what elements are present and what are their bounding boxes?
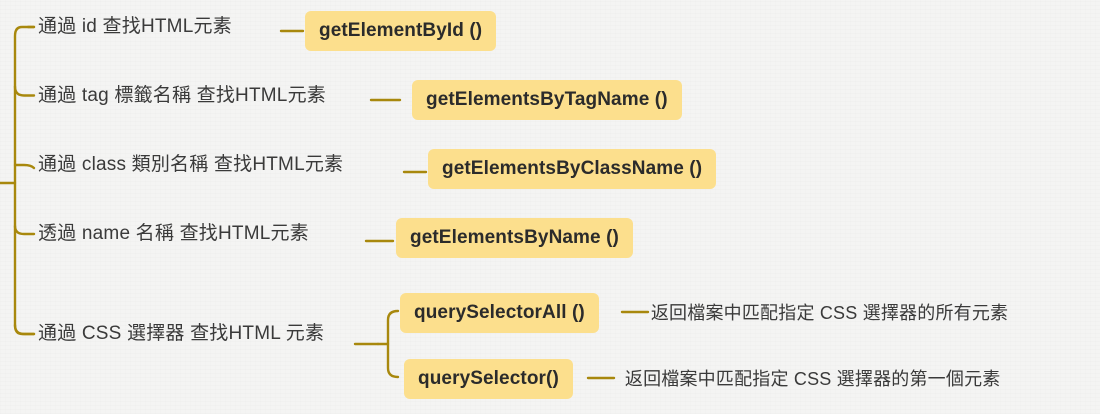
branch-elbow-5 bbox=[13, 323, 36, 336]
method-badge-query-selector-all[interactable]: querySelectorAll () bbox=[400, 293, 599, 333]
description-query-selector: 返回檔案中匹配指定 CSS 選擇器的第一個元素 bbox=[624, 369, 1001, 389]
method-badge-label: getElementsByName () bbox=[396, 218, 633, 258]
branch-label-by-id: 通過 id 查找HTML元素 bbox=[38, 16, 232, 37]
branch-row-by-class[interactable]: 通過 class 類別名稱 查找HTML元素 bbox=[38, 155, 343, 174]
description-query-selector-all: 返回檔案中匹配指定 CSS 選擇器的所有元素 bbox=[650, 303, 1009, 323]
branch-label-by-tag: 通過 tag 標籤名稱 查找HTML元素 bbox=[38, 85, 326, 106]
branch-row-by-css[interactable]: 通過 CSS 選擇器 查找HTML 元素 bbox=[38, 324, 324, 343]
method-badge-label: getElementsByClassName () bbox=[428, 149, 717, 189]
branch-row-by-tag[interactable]: 通過 tag 標籤名稱 查找HTML元素 bbox=[38, 86, 326, 105]
method-badge-label: getElementsByTagName () bbox=[412, 80, 682, 120]
branch-elbow-3 bbox=[13, 163, 36, 170]
branch-row-by-id[interactable]: 通過 id 查找HTML元素 bbox=[38, 17, 232, 36]
branch-label-by-class: 通過 class 類別名稱 查找HTML元素 bbox=[38, 154, 344, 175]
branch-row-by-name[interactable]: 透過 name 名稱 查找HTML元素 bbox=[38, 224, 309, 243]
method-badge-query-selector[interactable]: querySelector() bbox=[404, 359, 573, 399]
branch-elbow-4 bbox=[13, 224, 36, 236]
method-badge-get-element-by-id[interactable]: getElementById () bbox=[305, 11, 497, 51]
sub-bracket bbox=[386, 309, 400, 379]
method-badge-get-elements-by-name[interactable]: getElementsByName () bbox=[396, 218, 633, 258]
method-badge-get-elements-by-class-name[interactable]: getElementsByClassName () bbox=[428, 149, 717, 189]
branch-label-by-css: 通過 CSS 選擇器 查找HTML 元素 bbox=[38, 323, 325, 344]
trunk-line bbox=[13, 25, 36, 336]
branch-elbow-2 bbox=[13, 85, 36, 97]
branch-label-by-name: 透過 name 名稱 查找HTML元素 bbox=[38, 223, 309, 244]
method-badge-get-elements-by-tag-name[interactable]: getElementsByTagName () bbox=[412, 80, 682, 120]
method-badge-label: getElementById () bbox=[305, 11, 497, 51]
leaf-row-query-selector[interactable]: querySelector() 返回檔案中匹配指定 CSS 選擇器的第一個元素 bbox=[404, 359, 1001, 399]
leaf-row-query-selector-all[interactable]: querySelectorAll () 返回檔案中匹配指定 CSS 選擇器的所有… bbox=[400, 293, 1008, 333]
